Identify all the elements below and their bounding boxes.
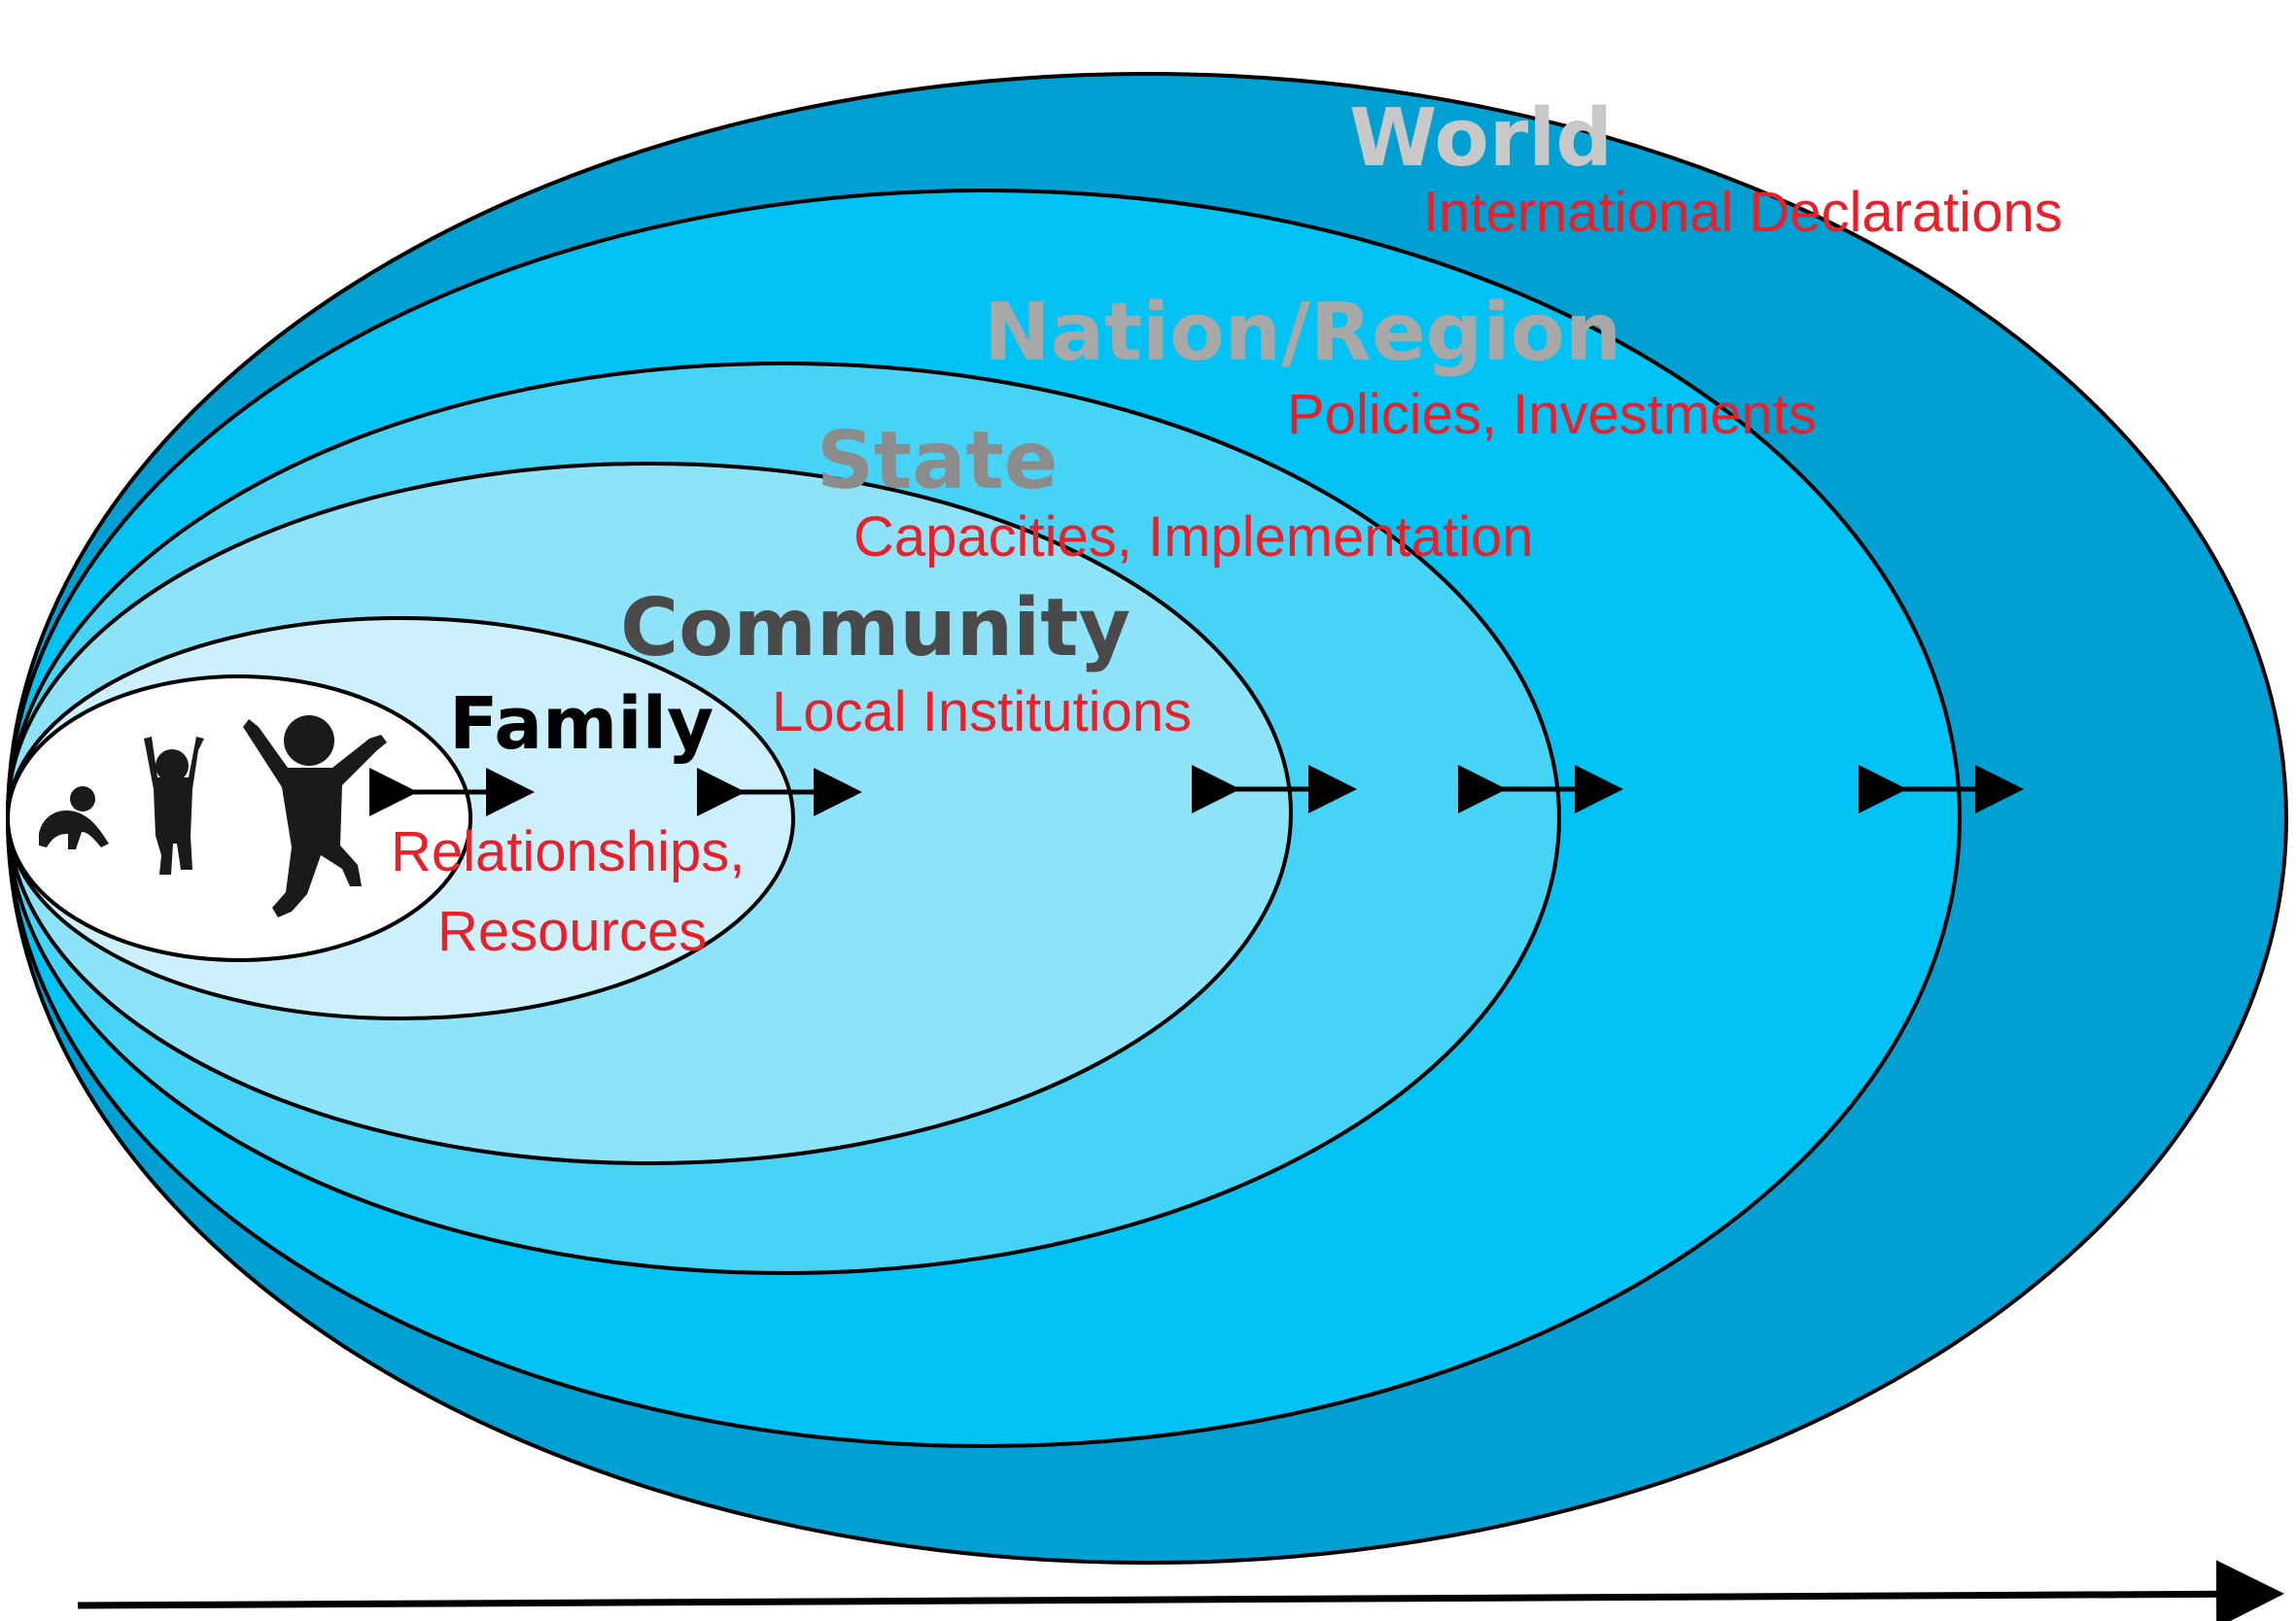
toddler-icon — [144, 737, 204, 875]
world-label: World — [1349, 92, 1613, 185]
world-description: International Declarations — [1423, 181, 2063, 244]
family-description-line1: Relationships, — [391, 820, 745, 883]
child-ellipse — [6, 674, 472, 962]
state-label: State — [817, 415, 1058, 507]
community-label: Community — [620, 582, 1131, 674]
right-arrow-icon — [77, 1560, 2284, 1621]
state-description: Capacities, Implementation — [853, 505, 1534, 569]
jumping-child-icon — [243, 715, 387, 917]
baby-icon — [39, 786, 109, 849]
nation-region-label: Nation/Region — [984, 287, 1621, 379]
nation-region-description: Policies, Investments — [1287, 383, 1817, 446]
community-description: Local Institutions — [772, 680, 1192, 743]
family-label: Family — [449, 682, 713, 766]
child-silhouettes-icon — [39, 715, 387, 917]
family-description-line2: Resources — [437, 900, 707, 963]
boundary-arrows — [369, 765, 2024, 816]
